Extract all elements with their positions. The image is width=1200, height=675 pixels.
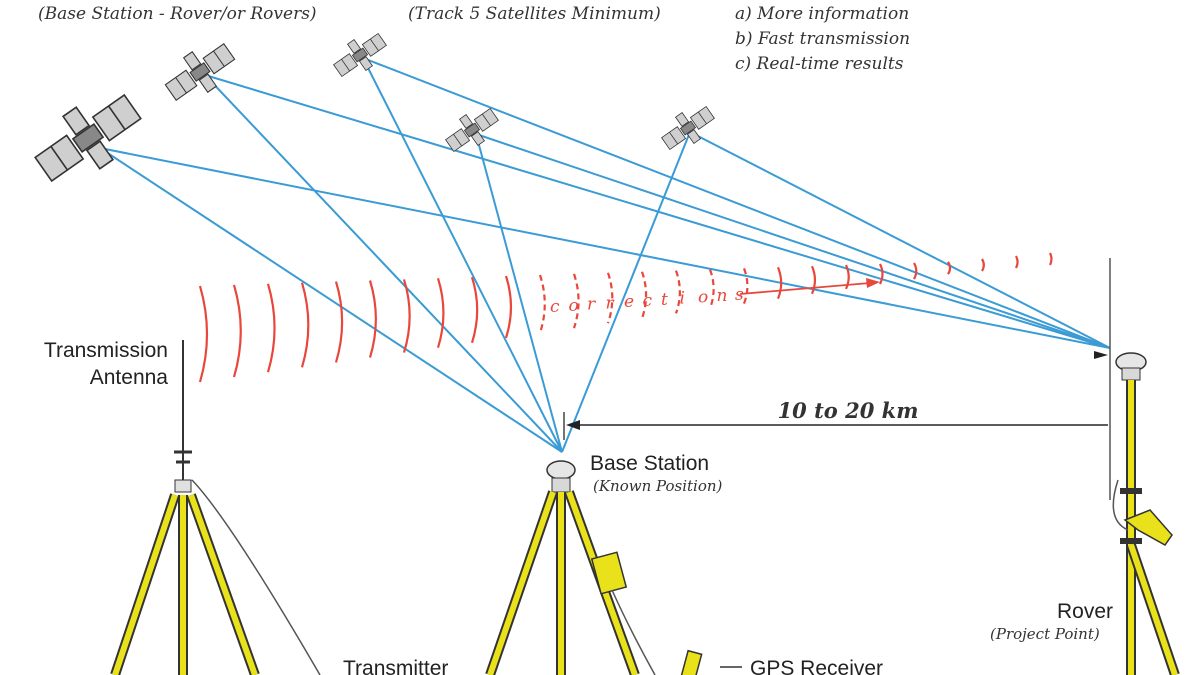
link-sat5-base — [561, 131, 691, 453]
corrections-letter: e — [624, 292, 634, 312]
transmitter-label: Transmitter — [343, 657, 448, 675]
corrections-letter: n — [717, 286, 728, 306]
base-station-tripod — [485, 460, 742, 675]
benefit-a: a) More information — [735, 4, 909, 24]
track-note: (Track 5 Satellites Minimum) — [408, 4, 661, 24]
antenna-tripod — [110, 340, 321, 675]
corrections-arrowhead — [866, 278, 880, 288]
radio-wave-arc — [981, 258, 985, 272]
satellite-links — [99, 57, 1111, 453]
distance-indicator: 10 to 20 km — [563, 398, 1108, 440]
link-sat4-rover — [475, 133, 1111, 349]
rover-label: Rover — [1057, 600, 1113, 623]
corrections-letter: t — [661, 290, 668, 310]
link-sat1-base — [99, 147, 563, 453]
radio-wave-arc — [572, 273, 580, 329]
link-sat1-rover — [99, 147, 1111, 349]
radio-wave-arc — [879, 263, 884, 285]
radio-wave-arc — [334, 281, 344, 363]
rover-controller — [1123, 509, 1173, 546]
radio-wave-arc — [266, 283, 276, 373]
corrections-letter: o — [569, 296, 579, 316]
corrections-letter: c — [643, 291, 653, 311]
radio-wave-arc — [708, 269, 715, 309]
antenna-label-line1: Transmission — [44, 339, 168, 362]
antenna-cable — [191, 479, 321, 675]
radio-wave-arc — [402, 279, 411, 353]
base-station-sublabel: (Known Position) — [593, 477, 723, 495]
gps-receiver-unit — [679, 649, 703, 675]
gps-receiver-label: GPS Receiver — [750, 657, 883, 675]
radio-wave-arc — [1015, 255, 1019, 269]
benefit-c: c) Real-time results — [735, 54, 904, 74]
rover-height-arrowhead — [1094, 351, 1108, 359]
link-sat4-base — [475, 133, 563, 453]
satellite-3-icon — [333, 32, 387, 78]
corrections-letter: o — [698, 287, 708, 307]
radio-wave-arc — [538, 274, 546, 334]
radio-wave-arc — [504, 275, 513, 339]
radio-wave-arc — [436, 277, 445, 349]
radio-wave-arc — [470, 276, 479, 344]
base-gps-antenna — [546, 460, 576, 480]
satellite-4-icon — [445, 107, 499, 153]
radio-waves — [198, 252, 1053, 383]
radio-wave-arc — [913, 262, 918, 280]
radio-wave-arc — [844, 264, 850, 290]
radio-wave-arc — [776, 266, 783, 300]
satellite-5-icon — [661, 105, 715, 151]
radio-wave-arc — [300, 282, 310, 368]
radio-wave-arc — [198, 285, 209, 383]
link-sat3-base — [362, 57, 563, 453]
mode-note: (Base Station - Rover/or Rovers) — [38, 4, 317, 24]
base-cable — [611, 589, 656, 675]
corrections-letter: s — [735, 285, 744, 305]
corrections-letter: c — [550, 297, 560, 317]
radio-wave-arc — [810, 265, 817, 295]
radio-wave-arc — [232, 284, 242, 378]
satellite-2-icon — [164, 43, 236, 101]
radio-wave-arc — [368, 280, 377, 358]
base-station-label: Base Station — [590, 452, 709, 475]
corrections-letter: r — [587, 295, 596, 315]
radio-wave-arc — [606, 272, 614, 324]
antenna-label-line2: Antenna — [90, 366, 169, 389]
rover-pole — [1112, 352, 1180, 675]
distance-label: 10 to 20 km — [778, 398, 919, 423]
corrections-letter: i — [680, 289, 685, 309]
link-sat3-rover — [362, 57, 1111, 349]
radio-wave-arc — [947, 261, 952, 275]
base-receiver-box — [590, 551, 628, 595]
benefit-b: b) Fast transmission — [735, 29, 910, 49]
radio-wave-arc — [640, 271, 648, 319]
distance-arrowhead — [566, 420, 580, 430]
corrections-letter: r — [606, 293, 615, 313]
rover-sublabel: (Project Point) — [990, 625, 1100, 643]
radio-wave-arc — [674, 270, 681, 314]
radio-wave-arc — [1048, 252, 1053, 266]
satellite-1-icon — [34, 93, 142, 183]
radio-wave-arc — [742, 268, 749, 304]
corrections-arrow-line — [739, 282, 871, 295]
link-sat2-base — [204, 74, 563, 453]
link-sat5-rover — [689, 131, 1111, 349]
